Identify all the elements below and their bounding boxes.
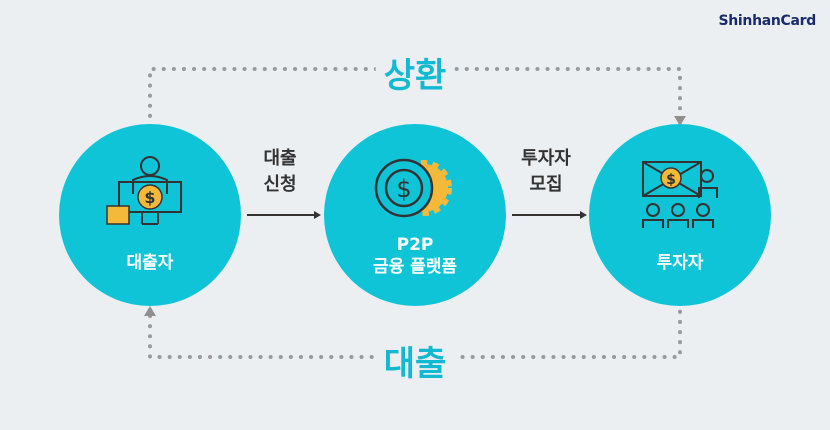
arrow-head-2 [580,211,587,219]
step-line: 모집 [529,174,563,195]
svg-text:$: $ [666,172,676,188]
arrow-head-1 [314,211,321,219]
step-investor-recruit: 투자자 모집 [521,146,571,198]
investors-icon: $ [642,161,718,228]
svg-text:$: $ [396,175,411,203]
node-label: 투자자 [656,253,704,273]
node-label: 대출자 [126,253,174,273]
coin-gear-icon: $ [374,158,452,218]
step-line: 신청 [263,174,297,195]
step-loan-application: 대출 신청 [263,146,296,198]
node-borrower: $ 대출자 [59,124,241,306]
loan-dotted-line [148,304,682,359]
repayment-label: 상환 [375,48,455,97]
svg-text:$: $ [144,188,155,207]
arrow-up-icon [144,306,156,316]
node-label-line1: P2P [396,235,434,255]
shinhancard-logo: ShinhanCard [718,13,816,29]
node-label-line2: 금융 플랫폼 [372,257,458,277]
node-p2p-platform: $ P2P 금융 플랫폼 [324,124,506,306]
arrow-down-icon [674,116,686,126]
node-investor: $ 투자자 [589,124,771,306]
step-line: 대출 [263,148,297,169]
loan-label: 대출 [375,336,455,385]
step-line: 투자자 [521,148,571,169]
borrower-icon: $ [106,156,182,225]
